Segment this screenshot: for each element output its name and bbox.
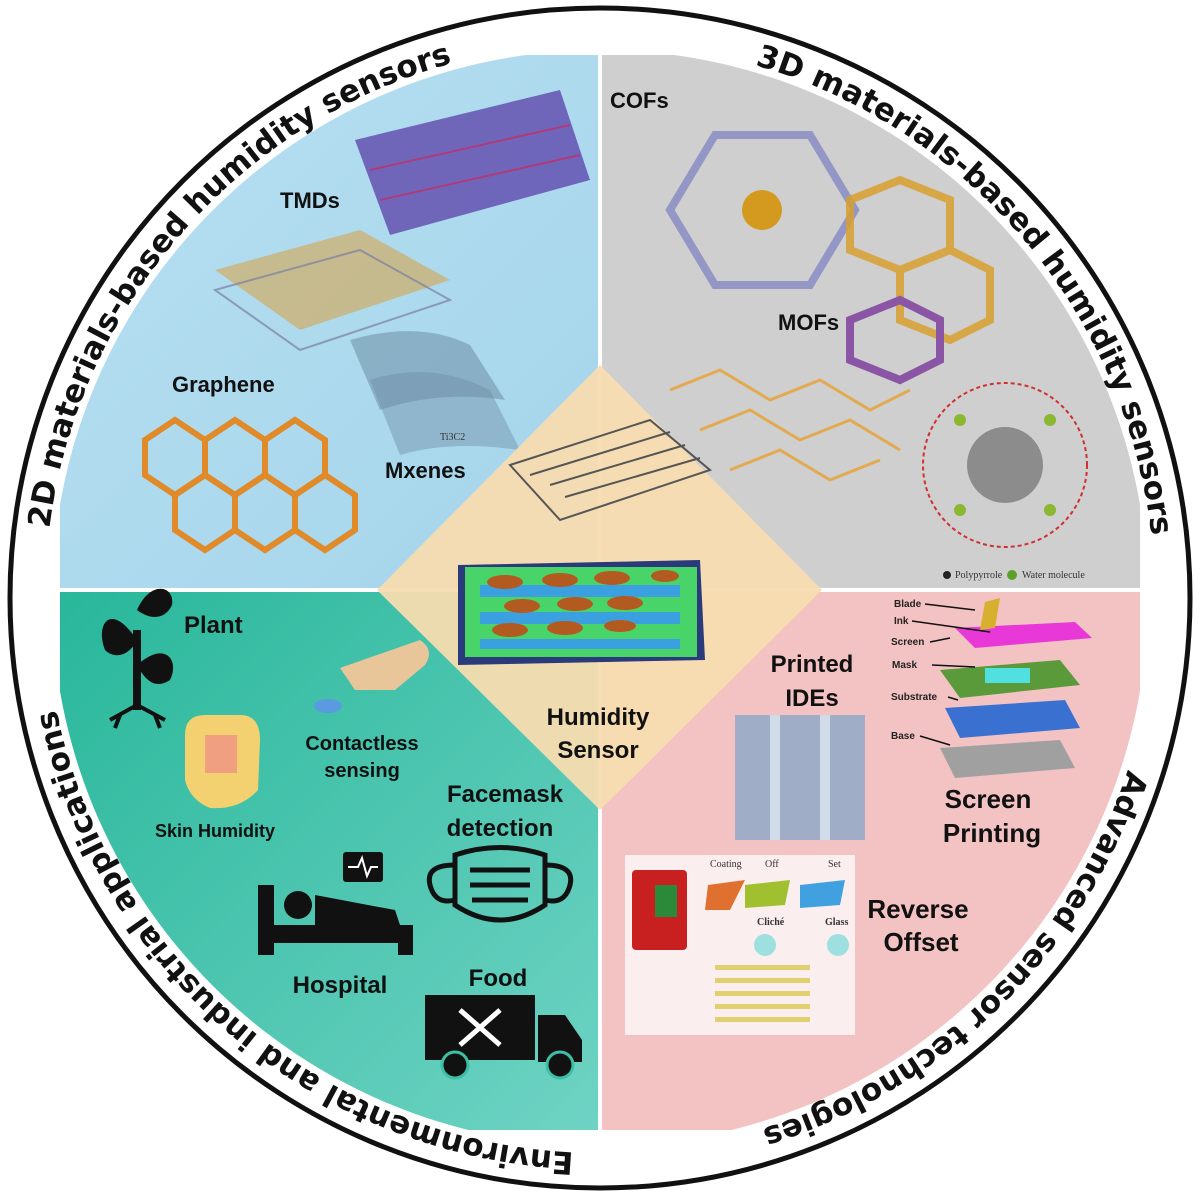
hospital-bed-icon xyxy=(258,852,413,955)
center-label-line2: Sensor xyxy=(557,737,638,764)
label-printed-2: IDEs xyxy=(785,685,838,712)
label-graphene: Graphene xyxy=(172,372,275,397)
step-label-coating: Coating xyxy=(710,859,742,870)
graphene-sheet-image xyxy=(212,230,453,352)
layer-label-ink: Ink xyxy=(894,616,909,627)
label-screen-printing-2: Printing xyxy=(943,818,1041,848)
food-truck-icon xyxy=(425,995,582,1080)
label-facemask-2: detection xyxy=(447,815,554,842)
reverse-offset-image xyxy=(625,855,855,1035)
graphene-hexagon-image xyxy=(142,416,358,554)
water-molecule-legend-icon xyxy=(1007,570,1017,580)
label-screen-printing-1: Screen xyxy=(945,784,1032,814)
layer-label-blade: Blade xyxy=(894,599,922,610)
plant-icon xyxy=(101,588,174,729)
label-contactless-1: Contactless xyxy=(305,733,418,755)
hand-pointing-icon xyxy=(314,640,429,713)
center-label-line1: Humidity xyxy=(547,704,650,731)
label-cofs: COFs xyxy=(610,88,669,113)
polypyrrole-water-image xyxy=(922,382,1088,548)
layer-label-screen: Screen xyxy=(891,637,924,648)
screen-printing-layers-image xyxy=(940,598,1092,778)
polypyrrole-legend-icon xyxy=(943,571,951,579)
facemask-icon xyxy=(426,845,574,923)
label-mofs: MOFs xyxy=(778,310,839,335)
skin-patch-hand-icon xyxy=(185,715,260,809)
label-tmds: TMDs xyxy=(280,188,340,213)
label-contactless-2: sensing xyxy=(324,760,400,782)
label-printed-1: Printed xyxy=(771,651,854,678)
step-label-cliche: Cliché xyxy=(757,917,785,928)
label-hospital: Hospital xyxy=(293,972,388,999)
label-food: Food xyxy=(469,965,528,992)
step-label-set: Set xyxy=(828,859,841,870)
screen-printing-layer-labels: Blade Ink Screen Mask Substrate Base xyxy=(891,599,938,742)
reverse-offset-step-labels: Coating Off Set Cliché Glass xyxy=(710,859,848,928)
step-label-off: Off xyxy=(765,859,779,870)
center-lattice-image xyxy=(508,418,713,522)
legend-polypyrrole: Polypyrrole xyxy=(955,570,1003,581)
mof-framework-image xyxy=(846,175,994,385)
layer-label-base: Base xyxy=(891,731,915,742)
legend-water-molecule: Water molecule xyxy=(1022,570,1085,581)
layer-arrows xyxy=(911,603,991,746)
mof-lattice-image xyxy=(669,368,911,482)
step-label-glass: Glass xyxy=(825,917,848,928)
label-reverse-offset-1: Reverse xyxy=(867,894,968,924)
layer-label-mask: Mask xyxy=(892,660,917,671)
label-reverse-offset-2: Offset xyxy=(883,927,958,957)
humidity-sensor-device-image xyxy=(458,560,705,665)
label-facemask-1: Facemask xyxy=(447,781,564,808)
printed-ides-photo xyxy=(735,715,865,840)
label-mxenes: Mxenes xyxy=(385,458,466,483)
label-skin-humidity: Skin Humidity xyxy=(155,821,275,841)
mxenes-sheets-image xyxy=(350,331,520,455)
cof-framework-image xyxy=(665,131,860,289)
label-plant: Plant xyxy=(184,612,243,639)
label-ti3c2: Ti3C2 xyxy=(440,432,465,443)
layer-label-substrate: Substrate xyxy=(891,692,938,703)
tmds-lattice-image xyxy=(355,90,590,235)
